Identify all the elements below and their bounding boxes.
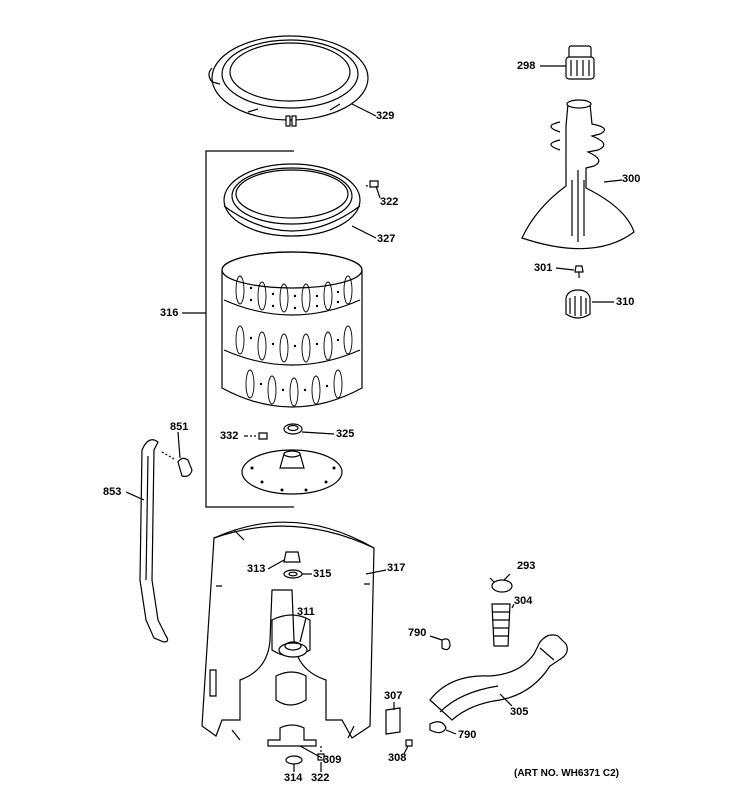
agitator-cap-298	[565, 45, 595, 80]
agitator-coupling-310	[565, 289, 591, 319]
tub-seal-311	[278, 641, 308, 658]
screw-308	[405, 739, 413, 747]
hose-clamp-293	[489, 577, 513, 593]
label-301: 301	[534, 262, 553, 274]
tub-cover-ring-329	[208, 35, 369, 127]
label-325: 325	[336, 428, 355, 440]
agitator-300	[521, 99, 635, 250]
drain-hose-305	[429, 634, 568, 721]
art-number: (ART NO. WH6371 C2)	[514, 768, 620, 779]
bolt-301	[574, 265, 584, 278]
label-308: 308	[388, 752, 407, 764]
screw-322-top	[365, 180, 379, 188]
label-293: 293	[517, 560, 536, 572]
label-853: 853	[103, 486, 122, 498]
label-310: 310	[616, 296, 635, 308]
label-322-top: 322	[380, 196, 399, 208]
label-311: 311	[297, 606, 315, 618]
balance-ring-327	[223, 163, 361, 237]
label-314: 314	[284, 772, 303, 784]
clamp-790-upper	[441, 638, 451, 651]
label-309: 309	[323, 754, 342, 766]
bracket-316	[205, 150, 294, 508]
washer-314	[285, 755, 303, 765]
hose-853	[139, 439, 169, 643]
washer-315	[283, 569, 303, 579]
bracket-307	[385, 707, 401, 735]
label-790-upper: 790	[408, 627, 427, 639]
leader-lines	[125, 65, 623, 772]
spin-basket-316	[221, 251, 363, 408]
label-300: 300	[622, 173, 641, 185]
label-307: 307	[384, 690, 403, 702]
bracket-309	[267, 724, 317, 747]
screw-332	[246, 432, 268, 440]
label-317: 317	[387, 562, 406, 574]
seal-325	[283, 423, 303, 435]
label-332: 332	[220, 430, 239, 442]
label-316: 316	[160, 307, 179, 319]
clamp-790-lower	[429, 721, 447, 734]
label-851: 851	[170, 421, 189, 433]
label-304: 304	[514, 595, 533, 607]
bellows-hose-304	[491, 603, 511, 647]
outer-tub-317	[201, 521, 375, 741]
label-298: 298	[517, 60, 536, 72]
label-315: 315	[313, 568, 332, 580]
clip-851	[161, 451, 193, 477]
label-790-lower: 790	[458, 729, 477, 741]
label-329: 329	[376, 110, 395, 122]
label-322-bottom: 322	[311, 772, 330, 784]
label-313: 313	[247, 563, 266, 575]
nut-313	[283, 551, 301, 563]
basket-hub-plate	[241, 449, 343, 495]
label-327: 327	[377, 233, 396, 245]
label-305: 305	[510, 706, 529, 718]
